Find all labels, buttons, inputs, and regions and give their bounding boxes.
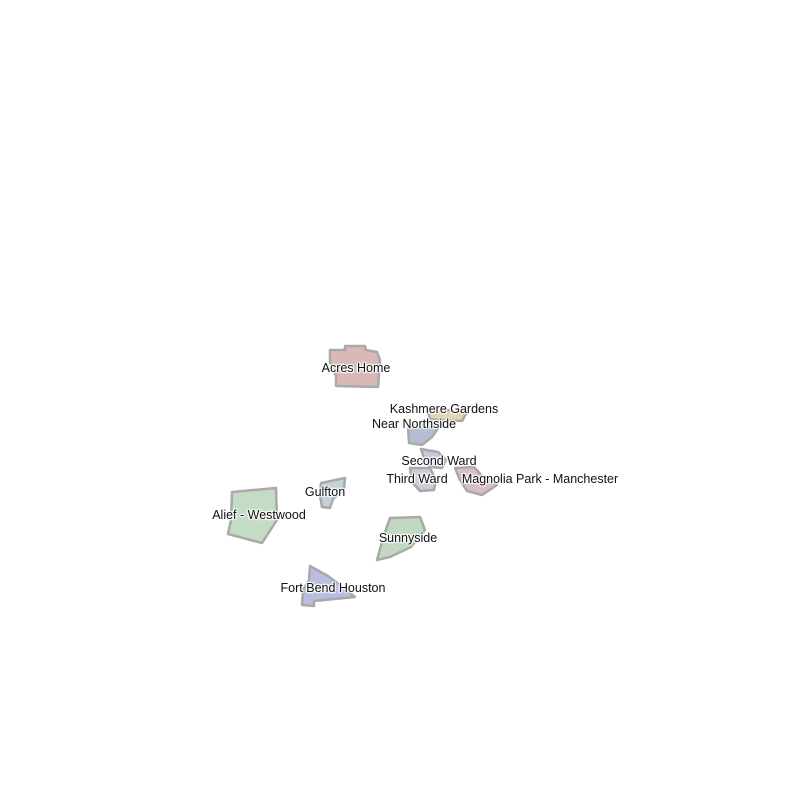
label-acres-home: Acres Home bbox=[321, 361, 391, 375]
region-kashmere-gardens[interactable] bbox=[426, 408, 468, 423]
region-fort-bend-houston[interactable] bbox=[300, 564, 357, 608]
label-sunnyside: Sunnyside bbox=[378, 531, 438, 545]
region-gulfton[interactable] bbox=[318, 476, 347, 510]
region-third-ward[interactable] bbox=[408, 466, 438, 493]
label-fort-bend-houston: Fort Bend Houston bbox=[280, 581, 386, 595]
region-magnolia-park[interactable] bbox=[453, 465, 499, 497]
label-third-ward: Third Ward bbox=[386, 472, 448, 486]
region-alief-westwood[interactable] bbox=[226, 486, 279, 545]
region-acres-home[interactable] bbox=[328, 344, 382, 389]
region-sunnyside[interactable] bbox=[375, 515, 427, 562]
label-second-ward: Second Ward bbox=[401, 454, 477, 468]
label-alief-westwood: Alief - Westwood bbox=[212, 508, 306, 522]
region-second-ward[interactable] bbox=[419, 447, 448, 470]
label-gulfton: Gulfton bbox=[304, 485, 346, 499]
label-near-northside: Near Northside bbox=[371, 417, 457, 431]
region-near-northside[interactable] bbox=[406, 419, 443, 447]
label-magnolia-park: Magnolia Park - Manchester bbox=[461, 472, 619, 486]
label-kashmere-gardens: Kashmere Gardens bbox=[389, 402, 499, 416]
